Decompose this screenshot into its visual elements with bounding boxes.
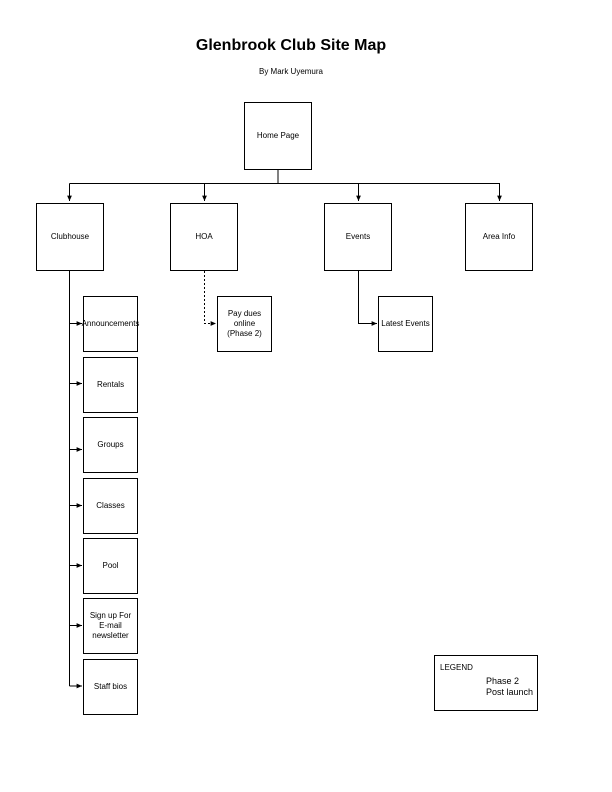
page-title: Glenbrook Club Site Map: [195, 37, 387, 54]
node-announcements: Announcements: [81, 296, 140, 352]
node-home-page: Home Page: [244, 102, 312, 170]
node-label: Classes: [96, 501, 125, 510]
node-groups: Groups: [83, 417, 138, 473]
node-area-info: Area Info: [465, 203, 533, 271]
node-label: Events: [345, 232, 371, 241]
legend-dashed-label: Phase 2 Post launch: [486, 676, 534, 697]
node-pool: Pool: [83, 538, 138, 594]
node-label: Clubhouse: [50, 232, 90, 241]
node-clubhouse: Clubhouse: [36, 203, 104, 271]
node-label: Latest Events: [381, 319, 430, 328]
node-label: HOA: [195, 232, 213, 241]
node-label: Rentals: [96, 380, 125, 389]
node-pay-dues: Pay dues online (Phase 2): [217, 296, 272, 352]
node-classes: Classes: [83, 478, 138, 534]
node-staff-bios: Staff bios: [83, 659, 138, 715]
node-label: Pay dues online (Phase 2): [227, 309, 262, 338]
node-label: Groups: [97, 440, 124, 449]
legend: LEGEND Phase 2 Post launch: [434, 655, 538, 711]
node-signup: Sign up For E-mail newsletter: [83, 598, 138, 654]
node-label: Home Page: [256, 131, 300, 140]
node-hoa: HOA: [170, 203, 238, 271]
node-label: Announcements: [81, 319, 140, 328]
legend-title: LEGEND: [440, 663, 473, 672]
node-label: Pool: [102, 561, 119, 570]
node-label: Area Info: [482, 232, 516, 241]
node-label: Staff bios: [93, 682, 128, 691]
arrow-to-latest-events: [358, 271, 377, 326]
author-line: By Mark Uyemura: [258, 67, 323, 76]
node-latest-events: Latest Events: [378, 296, 433, 352]
dashed-arrow-to-pay-dues: [204, 271, 216, 326]
node-events: Events: [324, 203, 392, 271]
node-rentals: Rentals: [83, 357, 138, 413]
node-label: Sign up For E-mail newsletter: [89, 611, 132, 640]
